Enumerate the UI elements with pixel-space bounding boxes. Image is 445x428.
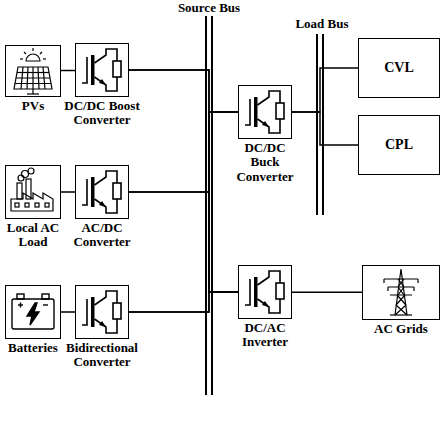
grid-box: AC Grids (361, 265, 441, 336)
box-outline (362, 265, 440, 320)
wire-connector (129, 192, 238, 292)
tower-icon (384, 269, 418, 315)
converter-box: DC/AC Inverter (229, 265, 301, 350)
box-label: DC/DC Buck Converter (229, 141, 301, 184)
source-bus-line (205, 16, 207, 395)
source-bus-line (211, 16, 213, 395)
wire-connector (292, 68, 358, 112)
converter-box: Bidirectional Converter (60, 285, 144, 370)
battery-icon (12, 294, 54, 329)
box-label: Local AC Load (2, 221, 64, 250)
box-outline (5, 165, 61, 219)
box-label: PVs (3, 99, 63, 113)
box-outline (75, 165, 129, 219)
box-outline (238, 265, 292, 319)
load-box: CPL (358, 115, 440, 175)
box-label: DC/DC Boost Converter (62, 99, 142, 128)
box-label: Bidirectional Converter (60, 341, 144, 370)
converter-box: AC/DC Converter (62, 165, 142, 250)
box-outline (75, 285, 129, 339)
wire-connector (129, 112, 238, 192)
converter-box: DC/DC Buck Converter (229, 85, 301, 184)
box-outline (5, 285, 61, 339)
pv-icon (14, 48, 52, 94)
wire-connector (61, 70, 75, 72)
box-label: Batteries (2, 341, 64, 355)
box-label: CVL (384, 60, 414, 75)
bus-label: Load Bus (282, 17, 362, 31)
factory-icon (11, 168, 53, 211)
wire-connector (129, 70, 238, 112)
box-label: DC/AC Inverter (229, 321, 301, 350)
wire-connector (129, 292, 238, 312)
box-label: AC Grids (361, 322, 441, 336)
wire-connector (129, 112, 238, 312)
switch-symbol (82, 291, 121, 333)
wire-connector (61, 191, 75, 193)
box-outline: CVL (358, 38, 440, 98)
switch-symbol (82, 49, 121, 91)
wire-connector (292, 292, 362, 294)
source-box: PVs (3, 45, 63, 113)
wire-connector (61, 311, 75, 313)
box-label: AC/DC Converter (62, 221, 142, 250)
box-outline (5, 45, 61, 97)
source-box: Batteries (2, 285, 64, 355)
load-bus-line (316, 34, 318, 215)
box-label: CPL (385, 137, 413, 152)
switch-symbol (82, 171, 121, 213)
source-box: Local AC Load (2, 165, 64, 250)
load-bus-line (322, 34, 324, 215)
box-outline (238, 85, 292, 139)
switch-symbol (245, 271, 284, 313)
load-box: CVL (358, 38, 440, 98)
wire-connector (129, 70, 238, 292)
switch-symbol (245, 91, 284, 133)
converter-box: DC/DC Boost Converter (62, 43, 142, 128)
box-outline (75, 43, 129, 97)
bus-label: Source Bus (159, 1, 259, 15)
wire-connector (292, 112, 358, 145)
box-outline: CPL (358, 115, 440, 175)
